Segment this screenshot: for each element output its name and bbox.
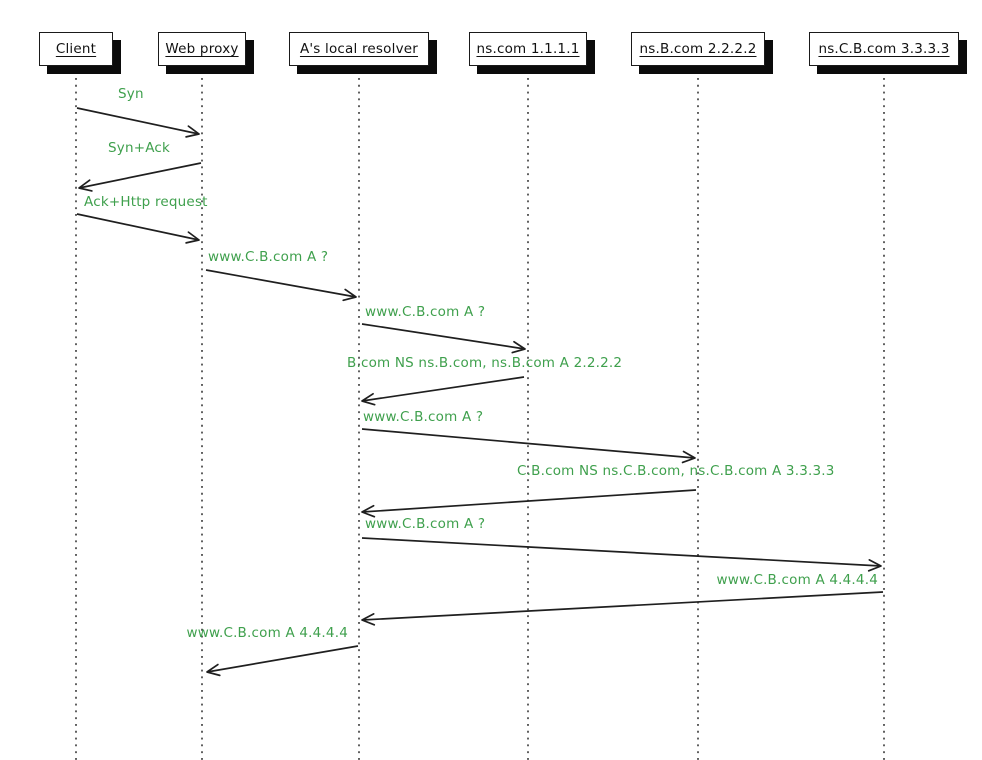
actor-box-local-resolver: A's local resolver [289,32,429,66]
message-label-ack-http-request: Ack+Http request [84,194,208,210]
message-label-query-2: www.C.B.com A ? [365,304,486,320]
actor-box-ns-com: ns.com 1.1.1.1 [469,32,587,66]
arrow-query-to-ns-com [361,323,526,354]
message-label-syn: Syn [118,86,144,102]
arrow-query-to-ns-b-com [361,428,696,464]
actor-label: ns.C.B.com 3.3.3.3 [818,41,950,57]
arrow-answer-from-ns-c-b-com [361,591,884,626]
actor-label: ns.B.com 2.2.2.2 [639,41,757,57]
message-label-query-1: www.C.B.com A ? [208,249,329,265]
message-label-query-3: www.C.B.com A ? [363,409,484,425]
message-label-answer-2: www.C.B.com A 4.4.4.4 [186,625,348,641]
arrow-referral-from-ns-com [361,376,525,406]
message-label-syn-ack: Syn+Ack [108,140,171,156]
arrow-query-to-ns-c-b-com [361,537,882,572]
actor-box-client: Client [39,32,113,66]
arrow-referral-from-ns-b-com [361,489,697,518]
actor-box-ns-b-com: ns.B.com 2.2.2.2 [631,32,765,66]
message-label-referral-b-com: B.com NS ns.B.com, ns.B.com A 2.2.2.2 [347,355,623,371]
actor-label: ns.com 1.1.1.1 [476,41,580,57]
arrow-ack-http-request [76,213,200,244]
message-label-query-4: www.C.B.com A ? [365,516,486,532]
arrow-query-to-resolver [205,269,357,302]
arrow-syn [76,107,200,138]
actor-label: A's local resolver [299,41,419,57]
actor-label: Client [55,41,97,57]
actor-box-ns-c-b-com: ns.C.B.com 3.3.3.3 [809,32,959,66]
arrow-answer-to-web-proxy [206,645,359,677]
arrow-syn-ack [78,162,202,192]
message-label-referral-c-b-com: C.B.com NS ns.C.B.com, ns.C.B.com A 3.3.… [517,463,835,479]
actor-label: Web proxy [165,41,239,57]
actor-box-web-proxy: Web proxy [158,32,246,66]
message-label-answer-1: www.C.B.com A 4.4.4.4 [716,572,878,588]
